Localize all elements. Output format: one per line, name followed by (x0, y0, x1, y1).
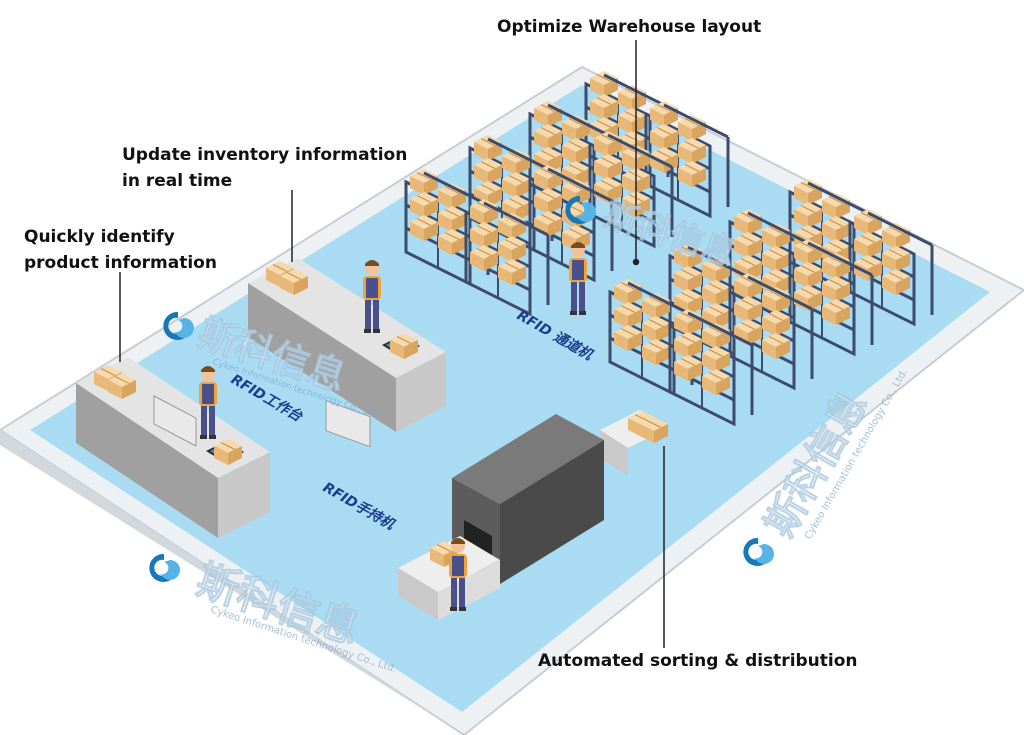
callout-update-inventory: Update inventory information in real tim… (122, 142, 407, 194)
callout-update-inventory-line2: in real time (122, 171, 233, 191)
callout-optimize-layout: Optimize Warehouse layout (497, 14, 761, 40)
callout-automated-sorting: Automated sorting & distribution (538, 648, 858, 674)
callout-optimize-layout-text: Optimize Warehouse layout (497, 17, 762, 37)
workstation-front (76, 357, 270, 538)
callout-identify-product: Quickly identify product information (24, 224, 217, 276)
callout-automated-sorting-text: Automated sorting & distribution (538, 651, 858, 671)
callout-identify-product-line1: Quickly identify (24, 227, 175, 247)
callout-update-inventory-line1: Update inventory information (122, 145, 408, 165)
callout-identify-product-line2: product information (24, 253, 217, 273)
callout-lines (119, 40, 665, 648)
cykeo-logo-icon (743, 537, 774, 566)
workstation-back (248, 258, 446, 448)
sorting-conveyor (600, 410, 669, 476)
floor-side (0, 430, 464, 735)
